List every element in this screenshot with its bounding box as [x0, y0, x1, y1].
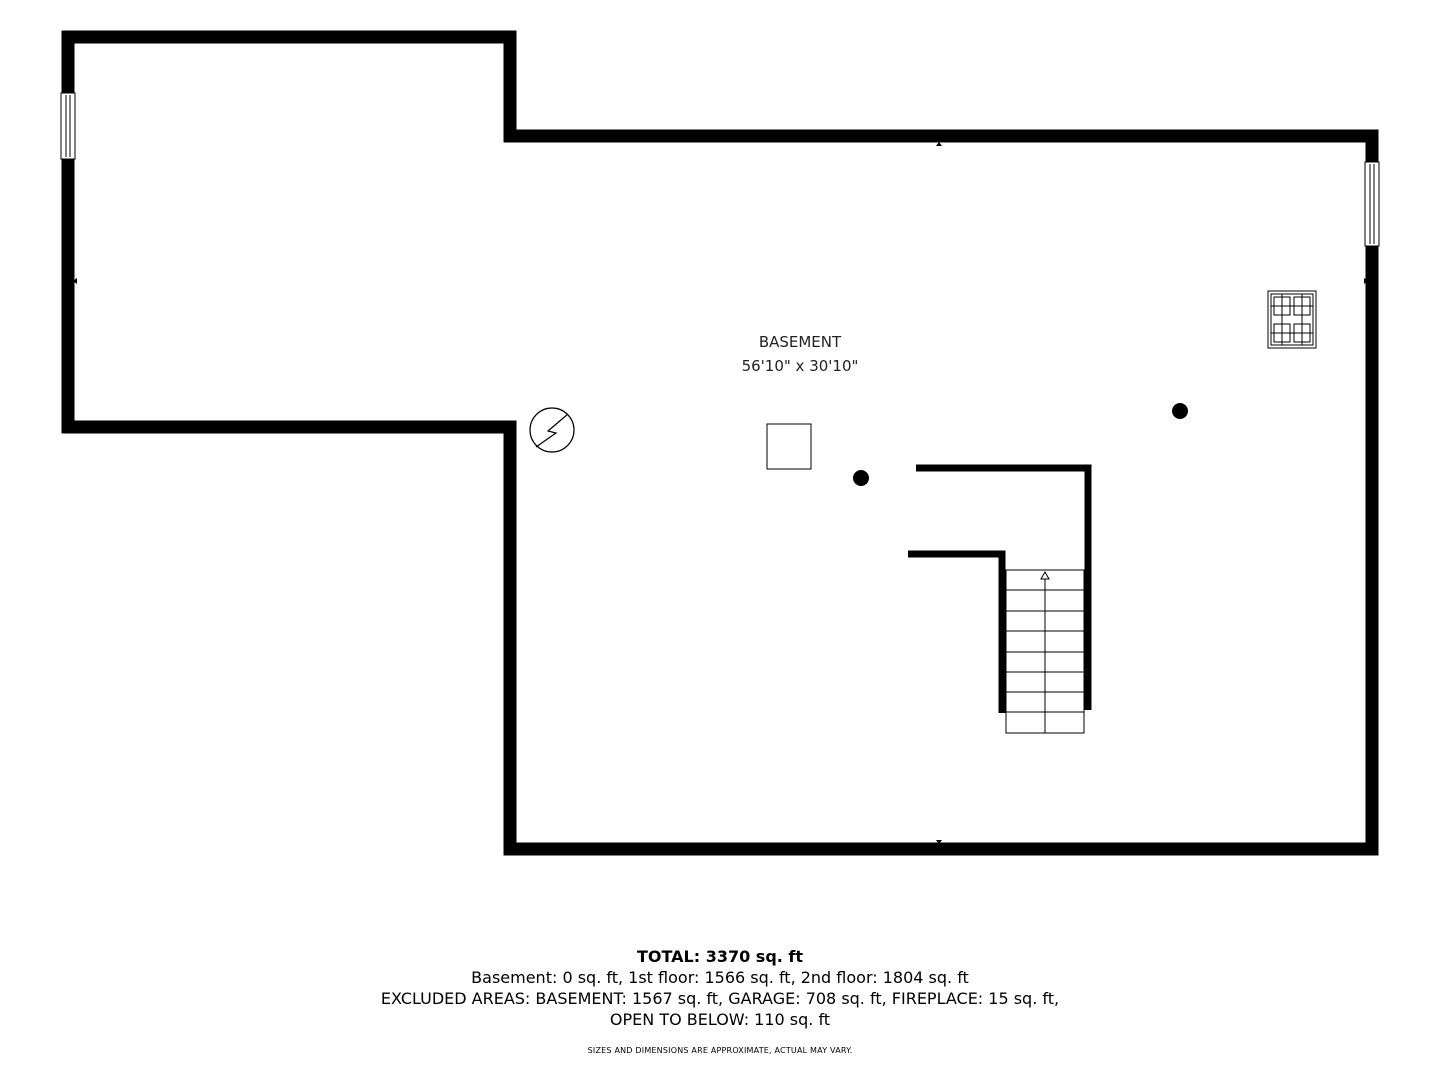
marker-top — [936, 142, 942, 146]
marker-right — [1364, 278, 1368, 284]
total-area: TOTAL: 3370 sq. ft — [636, 947, 804, 966]
room-dimensions: 56'10" x 30'10" — [741, 357, 859, 375]
disclaimer: SIZES AND DIMENSIONS ARE APPROXIMATE, AC… — [587, 1046, 853, 1055]
electrical-panel-icon — [529, 407, 575, 453]
square-fixture — [766, 423, 812, 470]
interior-wall — [916, 464, 1092, 710]
window-icon-right — [1364, 161, 1380, 247]
column-icon — [1172, 403, 1188, 419]
excluded-areas: EXCLUDED AREAS: BASEMENT: 1567 sq. ft, G… — [380, 989, 1060, 1008]
marker-bottom — [936, 840, 942, 844]
floor-areas: Basement: 0 sq. ft, 1st floor: 1566 sq. … — [471, 968, 969, 987]
stairs-icon — [1005, 569, 1085, 734]
interior-wall — [908, 550, 1006, 713]
column-icon — [853, 470, 869, 486]
excluded-areas-continued: OPEN TO BELOW: 110 sq. ft — [609, 1010, 831, 1029]
room-name: BASEMENT — [758, 333, 842, 351]
window-icon-left — [60, 92, 76, 160]
stove-icon — [1267, 290, 1317, 349]
marker-left — [73, 278, 77, 284]
exterior-wall — [61, 30, 1379, 856]
